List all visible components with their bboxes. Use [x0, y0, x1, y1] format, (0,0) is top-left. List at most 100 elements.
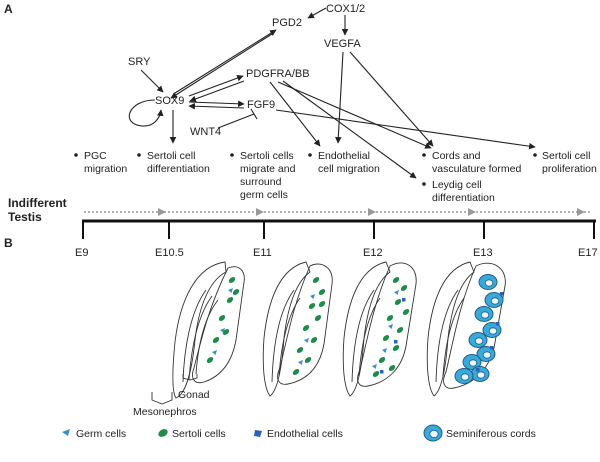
cord-lumen-0	[484, 279, 494, 287]
sertoli-cell-7	[392, 345, 400, 351]
endothelial-cell-1	[394, 340, 398, 344]
arrow-sox9-to-pgd2	[174, 29, 277, 94]
sertoli-cell-1	[400, 285, 408, 291]
gonad-e105	[172, 261, 245, 399]
cord-lumen-3	[488, 327, 498, 335]
event-sertoli-diff-line1: Sertoli cell	[147, 150, 195, 162]
endothelial-cell-2	[490, 346, 494, 350]
event-proliferation-line1: Sertoli cell	[542, 150, 590, 162]
inhibition-wnt4-bar	[250, 108, 258, 120]
arrow-fgf9-to-proliferation	[275, 109, 536, 150]
gonad-e12	[342, 261, 417, 397]
event-endothelial-line2: cell migration	[318, 163, 380, 175]
timeline-arrowhead-1	[158, 208, 166, 216]
legend-germ-swatch	[62, 429, 70, 436]
endothelial-cell-0	[500, 292, 504, 296]
sertoli-cell-10	[372, 371, 380, 377]
sertoli-cell-2	[308, 303, 316, 309]
event-sertoli-migrate-line4: germ cells	[240, 189, 288, 201]
legend-germ-label: Germ cells	[76, 428, 126, 440]
event-cords-line2: vasculature formed	[432, 163, 521, 175]
sertoli-cell-4	[206, 357, 214, 363]
bullet-cords-vasculature	[422, 153, 426, 157]
sertoli-cell-8	[378, 357, 386, 363]
arrow-sox9-to-fgf9	[188, 100, 245, 108]
sertoli-cell-6	[222, 329, 230, 335]
sertoli-cell-1	[318, 289, 326, 295]
legend-sertoli-swatch	[158, 429, 168, 437]
sertoli-cell-9	[388, 365, 396, 371]
bullet-endothelial-migration	[308, 153, 312, 157]
mesonephric-tubules-e105	[182, 289, 219, 383]
arrow-fgf9-to-sox9	[188, 102, 245, 110]
event-endothelial-migration: Endothelial cell migration	[308, 150, 380, 175]
event-leydig-line1: Leydig cell	[432, 179, 482, 191]
sertoli-cell-4	[302, 325, 310, 331]
svg-text:Indifferent Testis: Indifferent Testis	[8, 196, 70, 224]
gonad-ridge-e13	[443, 262, 506, 389]
sertoli-cell-1	[226, 297, 234, 303]
arrow-sox9-to-pdgfra	[188, 74, 244, 97]
event-pgc-line1: PGC	[84, 150, 107, 162]
tick-label-e12: E12	[363, 247, 383, 259]
event-cords-line1: Cords and	[432, 150, 481, 162]
gonad-ridge-e12	[357, 262, 417, 387]
panel-label-a: A	[4, 2, 13, 16]
gene-cox: COX1/2	[326, 3, 365, 15]
gene-wnt4: WNT4	[190, 126, 221, 138]
sertoli-cell-0	[228, 277, 236, 283]
gonad-e13	[426, 261, 506, 397]
gene-pgd2: PGD2	[272, 17, 302, 29]
sertoli-cell-4	[386, 315, 394, 321]
gonad-e11	[262, 261, 333, 397]
legend-endothelial-swatch	[254, 430, 262, 437]
tick-label-e11: E11	[253, 247, 272, 259]
arrow-vegfa-to-cords	[349, 51, 434, 147]
sertoli-cell-8	[292, 369, 300, 375]
germ-cell-0	[228, 288, 233, 293]
svg-text:PGC migration: PGC migration	[84, 150, 127, 175]
svg-text:Sertoli cell differentia: Sertoli cell differentiation	[147, 150, 210, 175]
stage-testis: Testis	[8, 210, 42, 224]
legend-cords-swatch	[423, 424, 443, 442]
gene-pdgfra: PDGFRA/BB	[246, 68, 310, 80]
event-proliferation-line2: proliferation	[542, 163, 597, 175]
germ-cell-2	[298, 360, 303, 365]
stage-indifferent: Indifferent	[8, 196, 67, 210]
tick-label-e105: E10.5	[155, 247, 184, 259]
gonad-label: Gonad	[178, 389, 210, 401]
cord-lumen-6	[468, 359, 478, 367]
sertoli-cell-5	[310, 337, 318, 343]
legend: Germ cells Sertoli cells Endothelial cel…	[62, 424, 536, 442]
gene-sry: SRY	[128, 56, 151, 68]
gene-fgf9: FGF9	[247, 99, 275, 111]
gonad-brace	[182, 374, 198, 381]
event-leydig-differentiation: Leydig cell differentiation	[422, 179, 495, 204]
endothelial-cell-2	[380, 370, 384, 374]
gonad-ridge-e11	[277, 263, 333, 385]
event-cords-vasculature: Cords and vasculature formed	[422, 150, 521, 175]
event-sertoli-diff-line2: differentiation	[147, 163, 210, 175]
svg-text:Sertoli cell proliferati: Sertoli cell proliferation	[542, 150, 597, 175]
event-endothelial-line1: Endothelial	[318, 150, 370, 162]
cord-lumen-2	[480, 311, 490, 319]
bullet-pgc-migration	[74, 153, 78, 157]
sertoli-cell-9	[318, 301, 326, 307]
cord-lumen-1	[490, 297, 500, 305]
legend-sertoli-label: Sertoli cells	[172, 428, 226, 440]
arrow-pgd2-to-sox9	[170, 33, 273, 99]
cord-lumen-4	[474, 337, 484, 345]
bullet-sertoli-migrate	[230, 153, 234, 157]
germ-cell-3	[372, 364, 377, 369]
svg-text:Endothelial cell migrati: Endothelial cell migration	[318, 150, 380, 175]
event-sertoli-migrate-line1: Sertoli cells	[240, 150, 294, 162]
sertoli-cell-0	[312, 277, 320, 283]
sertoli-cell-2	[394, 299, 402, 305]
mesonephros-outline-e11	[262, 261, 311, 397]
svg-text:Leydig cell differentiat: Leydig cell differentiation	[432, 179, 495, 204]
mesonephros-outline-e105	[172, 261, 227, 399]
legend-endothelial-label: Endothelial cells	[267, 428, 343, 440]
timeline-arrowhead-5	[577, 208, 585, 216]
timeline-arrowhead-2	[256, 208, 264, 216]
arrow-pdgfra-to-endothelial	[269, 81, 321, 147]
